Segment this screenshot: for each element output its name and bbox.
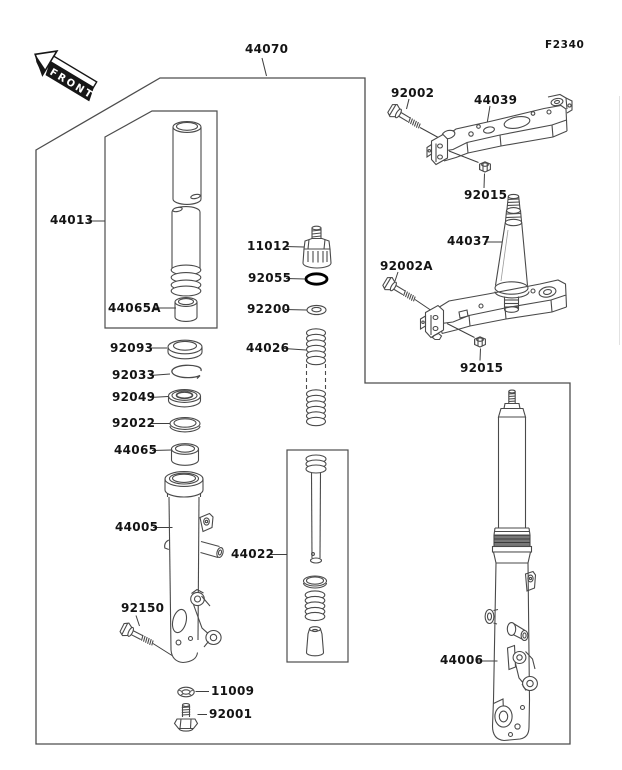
part-label-44065a: 44065A xyxy=(108,301,161,315)
inner-tube-box-44013 xyxy=(104,110,218,329)
o-ring-92055-drawing xyxy=(304,272,329,286)
part-label-44005: 44005 xyxy=(115,520,159,534)
fork-spring-44026-drawing xyxy=(305,328,327,427)
clamp-bolt-92002-drawing xyxy=(385,101,424,133)
part-label-92015-upper: 92015 xyxy=(464,188,508,202)
part-label-92055: 92055 xyxy=(248,271,292,285)
damper-rod-box-44022 xyxy=(286,449,349,663)
retaining-ring-92033-drawing xyxy=(171,364,202,379)
part-label-92015-lower: 92015 xyxy=(460,361,504,375)
part-label-92022: 92022 xyxy=(112,416,156,430)
part-label-92033: 92033 xyxy=(112,368,156,382)
clamp-bolt-92002a-drawing xyxy=(380,274,419,306)
fork-assembly-44006-drawing xyxy=(484,389,538,742)
dust-seal-92093-drawing xyxy=(167,339,203,360)
part-label-44070: 44070 xyxy=(245,42,289,56)
pinch-bolt-92150-drawing xyxy=(118,620,157,650)
gasket-11009-drawing xyxy=(177,686,195,698)
washer-92200-drawing xyxy=(306,304,327,316)
part-label-92150: 92150 xyxy=(121,601,165,615)
part-label-44006: 44006 xyxy=(440,653,484,667)
drain-bolt-92001-drawing xyxy=(173,702,199,732)
part-label-44022: 44022 xyxy=(231,547,275,561)
nut-92015-upper-drawing xyxy=(479,161,491,173)
lower-clamp-drawing xyxy=(419,279,568,341)
damper-rod-44022-drawing xyxy=(302,454,328,657)
washer-92022-drawing xyxy=(169,417,201,433)
part-label-44037: 44037 xyxy=(447,234,491,248)
part-label-92200: 92200 xyxy=(247,302,291,316)
outer-tube-44005-drawing xyxy=(164,471,224,664)
nut-92015-lower-drawing xyxy=(474,336,486,348)
part-label-92001: 92001 xyxy=(209,707,253,721)
leader-lines xyxy=(88,57,502,715)
part-label-92093: 92093 xyxy=(110,341,154,355)
part-label-44039: 44039 xyxy=(474,93,518,107)
part-label-11012: 11012 xyxy=(247,239,291,253)
guide-bushing-44065a-drawing xyxy=(174,297,198,322)
part-label-44013: 44013 xyxy=(50,213,94,227)
fiche-code: F2340 xyxy=(545,39,585,51)
steering-stem-44037-drawing xyxy=(494,193,530,313)
part-label-92002: 92002 xyxy=(391,86,435,100)
fork-cap-bolt-11012-drawing xyxy=(302,225,332,269)
inner-tube-drawing xyxy=(170,121,202,297)
upper-clamp-44039-drawing xyxy=(426,93,573,166)
outer-bushing-44065-drawing xyxy=(170,443,200,466)
oil-seal-92049-drawing xyxy=(167,389,202,408)
part-label-92049: 92049 xyxy=(112,390,156,404)
part-label-44026: 44026 xyxy=(246,341,290,355)
part-label-11009: 11009 xyxy=(211,684,255,698)
part-label-44065: 44065 xyxy=(114,443,158,457)
main-panel-border xyxy=(35,77,571,745)
front-direction-arrow: FRONT xyxy=(34,49,98,102)
part-label-92002a: 92002A xyxy=(380,259,433,273)
